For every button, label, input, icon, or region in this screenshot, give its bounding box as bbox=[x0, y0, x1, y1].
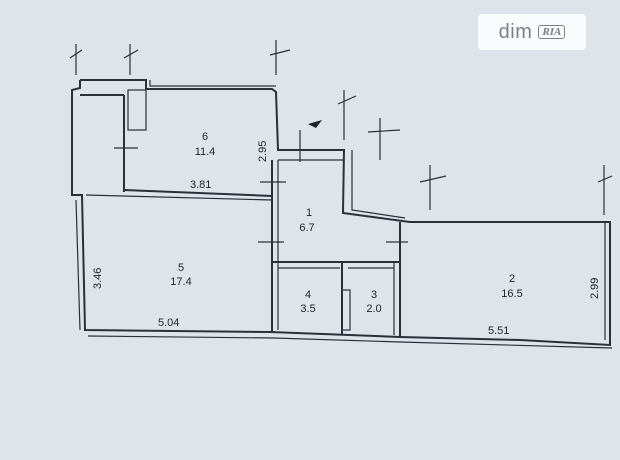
room-5-area: 17.4 bbox=[170, 276, 191, 288]
interior-walls bbox=[80, 89, 401, 337]
room-labels: 6 11.4 1 6.7 5 17.4 4 3.5 3 2.0 2 16.5 bbox=[170, 131, 522, 315]
room-5-number: 5 bbox=[178, 262, 184, 274]
room-4-area: 3.5 bbox=[300, 303, 315, 315]
room-4-number: 4 bbox=[305, 289, 311, 301]
tick-marks bbox=[69, 40, 613, 243]
dim-room6-height: 2.95 bbox=[257, 141, 269, 162]
room-6-area: 11.4 bbox=[195, 146, 216, 158]
watermark-badge: RIA bbox=[538, 25, 566, 39]
dim-room2-width: 5.51 bbox=[488, 325, 509, 337]
room-3-area: 2.0 bbox=[366, 303, 381, 315]
room-1-number: 1 bbox=[306, 207, 312, 219]
north-arrow-icon bbox=[308, 120, 322, 128]
dim-room5-height: 3.46 bbox=[92, 268, 104, 289]
dim-room2-height: 2.99 bbox=[589, 278, 601, 299]
watermark-text: dim bbox=[498, 20, 533, 43]
room-3-number: 3 bbox=[371, 289, 377, 301]
room-2-number: 2 bbox=[509, 273, 515, 285]
room-1-area: 6.7 bbox=[299, 222, 314, 234]
room-2-area: 16.5 bbox=[501, 288, 522, 300]
room-6-number: 6 bbox=[202, 131, 208, 143]
outer-walls bbox=[71, 79, 613, 349]
dim-room6-width: 3.81 bbox=[190, 179, 211, 191]
dim-room5-width: 5.04 bbox=[158, 317, 179, 329]
dimria-watermark: dim RIA bbox=[478, 14, 586, 50]
dimension-labels: 2.95 3.81 3.46 5.04 5.51 2.99 bbox=[92, 141, 601, 337]
